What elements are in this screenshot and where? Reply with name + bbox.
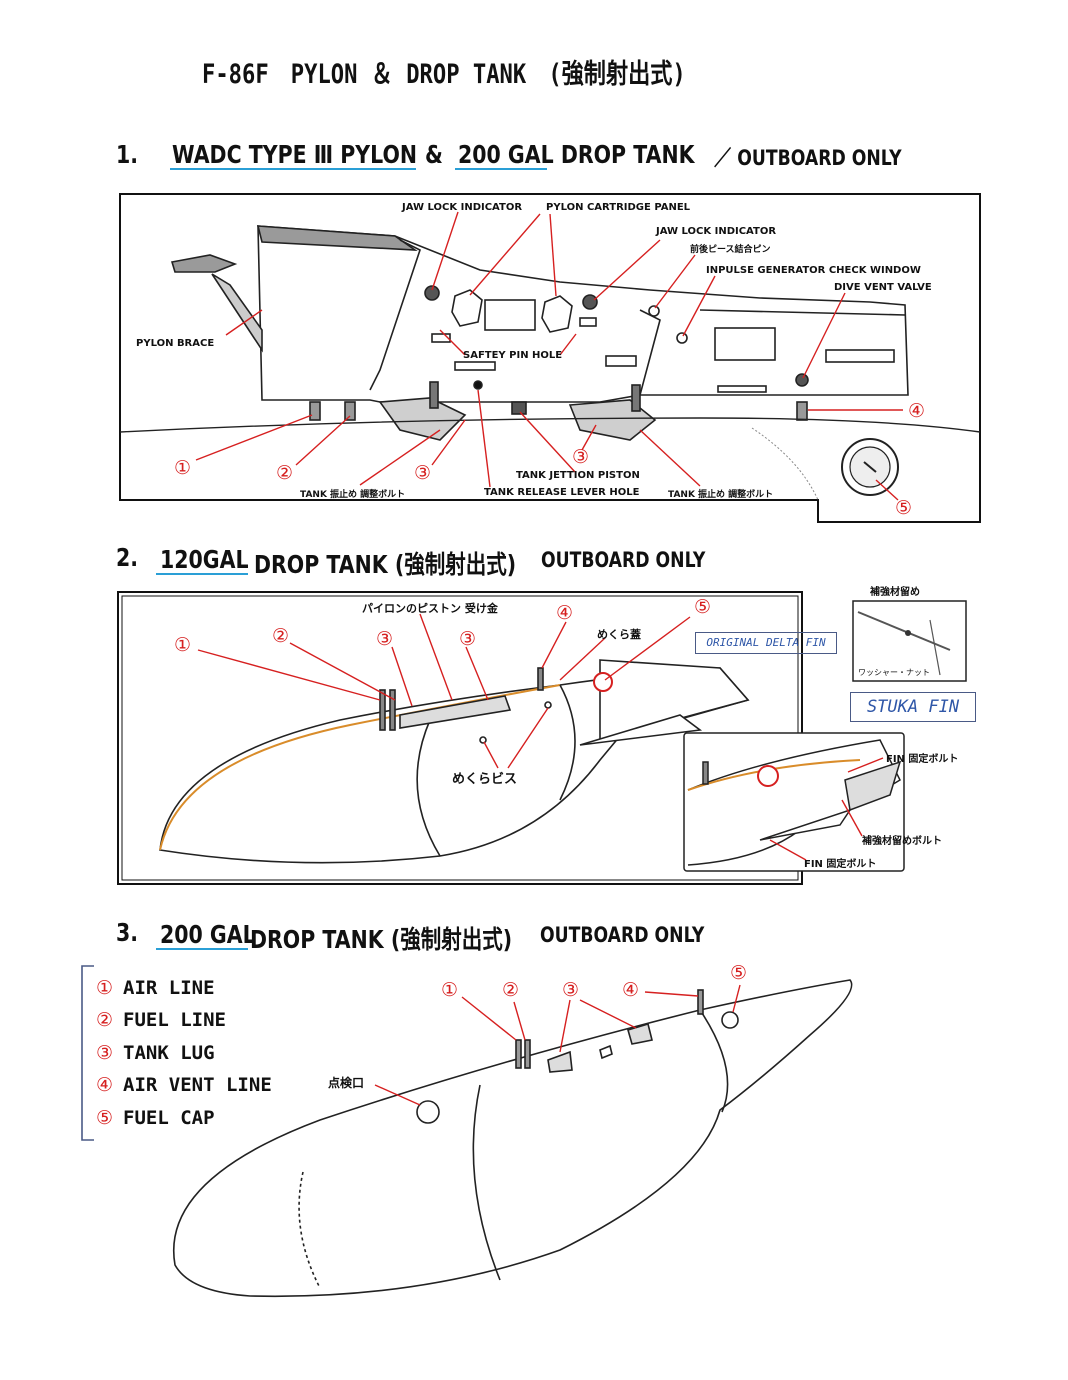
legend-text: AIR VENT LINE xyxy=(123,1074,272,1096)
tank-200gal-drawing xyxy=(173,979,853,1298)
section1-amp: & xyxy=(425,140,443,169)
label-tank-bolt-left: TANK 振止め 調整ボルト xyxy=(300,490,406,500)
section1-note: ／ OUTBOARD ONLY xyxy=(714,146,902,170)
marker-4: ④ xyxy=(622,979,640,1001)
marker-1: ① xyxy=(174,457,192,479)
legend-bracket xyxy=(81,965,94,1141)
marker-3b: ③ xyxy=(459,628,477,650)
legend-marker: ③ xyxy=(96,1042,114,1064)
label-safety-pin-hole: SAFTEY PIN HOLE xyxy=(463,350,563,361)
label-jaw-lock-indicator: JAW LOCK INDICATOR xyxy=(402,202,523,213)
legend-marker: ① xyxy=(96,977,114,999)
section3-note: OUTBOARD ONLY xyxy=(540,923,705,947)
label-tank-bolt-right: TANK 振止め 調整ボルト xyxy=(668,490,774,500)
section3-leaders xyxy=(374,984,741,1106)
page-title: F-86F PYLON ＆ DROP TANK (強制射出式) xyxy=(202,59,686,90)
label-pylon-brace: PYLON BRACE xyxy=(136,338,215,349)
marker-4: ④ xyxy=(556,602,574,624)
section1-heading-pylon: WADC TYPE Ⅲ PYLON xyxy=(172,140,418,169)
tank-120gal-drawing xyxy=(159,659,750,864)
label-fin-bolt-2: FIN 固定ボルト xyxy=(804,859,877,870)
marker-3: ③ xyxy=(414,462,432,484)
legend-text: TANK LUG xyxy=(123,1042,215,1064)
section2-number: 2. xyxy=(116,543,139,572)
legend-item: ④ AIR VENT LINE xyxy=(96,1074,272,1096)
marker-3: ③ xyxy=(562,979,580,1001)
legend-item: ⑤ FUEL CAP xyxy=(96,1107,215,1129)
legend-text: FUEL CAP xyxy=(123,1107,215,1129)
reinforce-inset xyxy=(852,600,967,682)
marker-1: ① xyxy=(174,634,192,656)
pylon-drawing xyxy=(170,225,909,441)
underline xyxy=(455,168,547,170)
section1-number: 1. xyxy=(116,140,139,169)
section2-heading-tank: DROP TANK (強制射出式) xyxy=(254,550,517,579)
section1-heading-tank: 200 GAL DROP TANK xyxy=(458,140,695,169)
legend-item: ① AIR LINE xyxy=(96,977,215,999)
section3-heading-capacity: 200 GAL xyxy=(160,920,256,949)
label-stuka-fin: STUKA FIN xyxy=(850,692,976,722)
label-original-delta-fin: ORIGINAL DELTA FIN xyxy=(695,632,837,654)
marker-5: ⑤ xyxy=(694,596,712,618)
marker-1: ① xyxy=(441,979,459,1001)
marker-3: ③ xyxy=(376,628,394,650)
marker-4: ④ xyxy=(908,400,926,422)
underline xyxy=(156,948,248,950)
marker-2: ② xyxy=(276,462,294,484)
label-front-rear-pin: 前後ピース結合ピン xyxy=(690,245,771,255)
label-washer-nut: ワッシャー・ナット xyxy=(858,668,930,677)
legend-text: AIR LINE xyxy=(123,977,215,999)
label-blind-screw: めくらビス xyxy=(452,772,518,787)
legend-marker: ② xyxy=(96,1009,114,1031)
underline xyxy=(170,168,416,170)
label-release-lever-hole: TANK RELEASE LEVER HOLE xyxy=(484,487,640,498)
label-jettison-piston: TANK JETTION PISTON xyxy=(516,470,640,481)
section2-frame xyxy=(117,591,803,885)
underline xyxy=(156,573,248,575)
marker-5: ⑤ xyxy=(895,497,913,519)
section3-heading-tank: DROP TANK (強制射出式) xyxy=(250,925,513,954)
section2-leaders xyxy=(197,613,884,861)
label-cartridge-panel: PYLON CARTRIDGE PANEL xyxy=(546,202,691,213)
marker-5: ⑤ xyxy=(730,962,748,984)
label-dive-vent-valve: DIVE VENT VALVE xyxy=(834,282,932,293)
marker-2: ② xyxy=(502,979,520,1001)
label-inspection-port: 点検口 xyxy=(328,1076,365,1090)
label-fin-bolt: FIN 固定ボルト xyxy=(886,754,959,765)
section3-number: 3. xyxy=(116,918,139,947)
marker-3b: ③ xyxy=(572,446,590,468)
legend-marker: ④ xyxy=(96,1074,114,1096)
section2-note: OUTBOARD ONLY xyxy=(541,548,706,572)
label-reinforce-title: 補強材留め xyxy=(870,587,920,598)
fuel-cap-drawing xyxy=(841,438,899,496)
section2-heading-capacity: 120GAL xyxy=(160,545,249,574)
label-impulse-window: INPULSE GENERATOR CHECK WINDOW xyxy=(706,265,921,276)
legend-item: ③ TANK LUG xyxy=(96,1042,215,1064)
label-reinforce-bolt: 補強材留めボルト xyxy=(862,836,942,847)
marker-2: ② xyxy=(272,625,290,647)
section1-frame xyxy=(119,193,981,523)
label-blind-cover: めくら蓋 xyxy=(597,628,641,641)
legend-item: ② FUEL LINE xyxy=(96,1009,226,1031)
legend-text: FUEL LINE xyxy=(123,1009,226,1031)
legend-marker: ⑤ xyxy=(96,1107,114,1129)
section1-leaders xyxy=(195,211,903,501)
fin-detail-inset xyxy=(683,732,905,872)
label-piston-receiver: パイロンのピストン 受け金 xyxy=(362,602,498,615)
label-jaw-lock-indicator-2: JAW LOCK INDICATOR xyxy=(656,226,777,237)
